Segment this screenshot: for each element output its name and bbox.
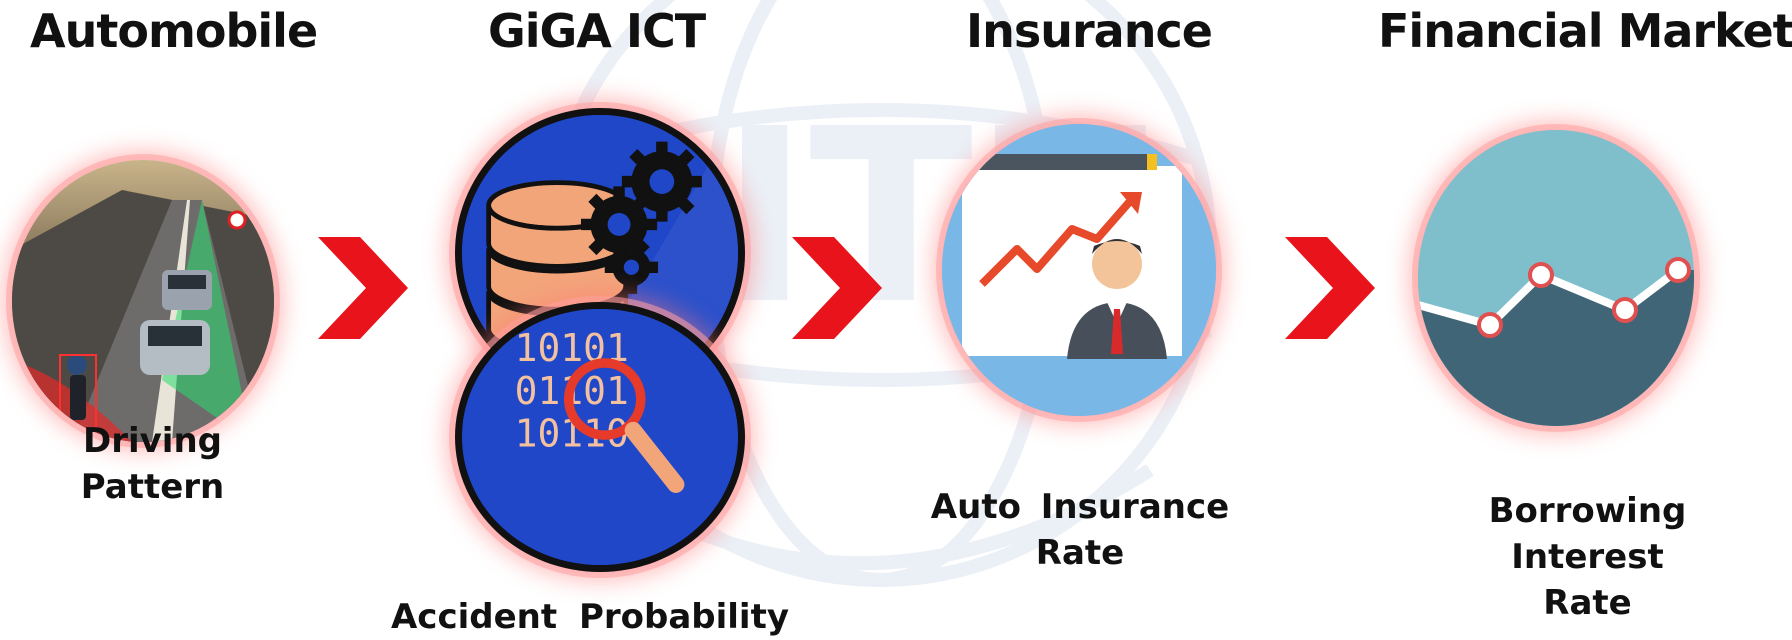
caption-auto-insurance-rate: Auto Insurance Rate <box>930 484 1230 576</box>
caption-line: Rate <box>1035 533 1125 573</box>
arrow-right-icon <box>1285 237 1375 339</box>
line-chart-icon <box>1418 130 1694 426</box>
caption-driving-pattern: Driving Pattern <box>80 421 225 507</box>
caption-line: Borrowing Interest <box>1488 491 1687 577</box>
stage-title-giga-ict: GiGA ICT <box>488 4 706 58</box>
stage-title-financial-market: Financial Market <box>1378 4 1792 58</box>
arrow-right-icon <box>318 237 408 339</box>
stage-title-automobile: Automobile <box>30 4 318 58</box>
car-road-photo <box>12 160 274 442</box>
caption-borrowing-interest-rate: Borrowing Interest Rate <box>1410 488 1765 626</box>
caption-line: Auto Insurance <box>930 487 1230 527</box>
stage-title-insurance: Insurance <box>966 4 1213 58</box>
caption-accident-probability: Accident Probability <box>390 597 789 637</box>
magnifier-binary-icon: 10101 01101 10110 <box>455 302 745 572</box>
arrow-right-icon <box>792 237 882 339</box>
caption-line: Rate <box>1543 583 1632 623</box>
presentation-board-icon <box>942 124 1216 416</box>
